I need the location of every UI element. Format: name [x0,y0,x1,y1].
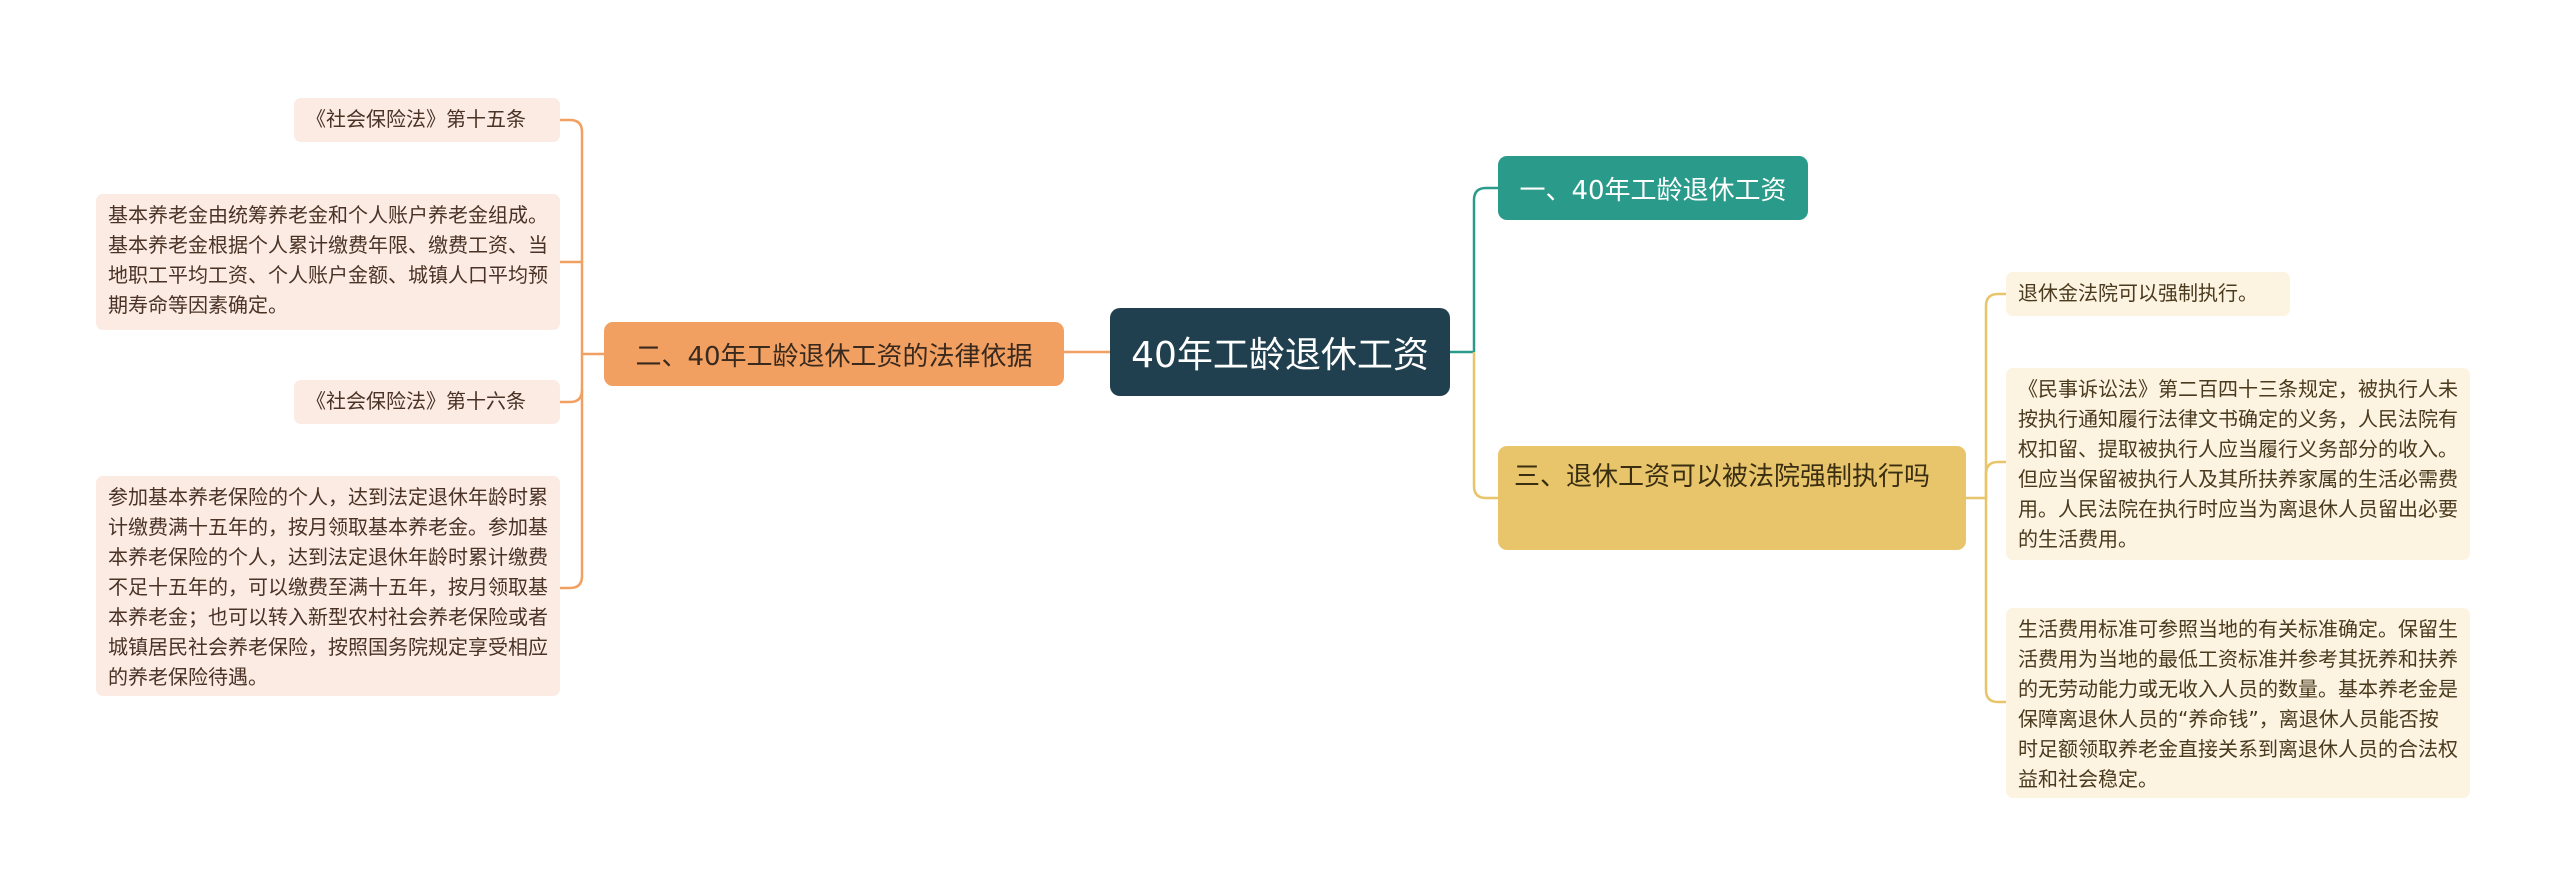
leaf-pension-eligibility[interactable]: 参加基本养老保险的个人，达到法定退休年龄时累计缴费满十五年的，按月领取基本养老金… [96,476,560,696]
link-left-leaf-3 [560,354,584,404]
link-yellow-leaf-2 [1984,460,2006,498]
leaf-text: 退休金法院可以强制执行。 [2018,281,2258,305]
leaf-text: 《社会保险法》第十五条 [306,107,526,131]
link-left-leaf-4 [560,390,584,590]
leaf-text: 基本养老金由统筹养老金和个人账户养老金组成。基本养老金根据个人累计缴费年限、缴费… [108,203,548,317]
root-label: 40年工龄退休工资 [1131,335,1429,376]
link-left-leaf-1 [560,118,584,354]
leaf-social-insurance-law-16[interactable]: 《社会保险法》第十六条 [294,380,560,424]
leaf-enforceable[interactable]: 退休金法院可以强制执行。 [2006,272,2290,316]
branch-enforcement-label: 三、退休工资可以被法院强制执行吗 [1514,462,1931,492]
leaf-text: 《民事诉讼法》第二百四十三条规定，被执行人未按执行通知履行法律文书确定的义务，人… [2018,377,2458,551]
root-node[interactable]: 40年工龄退休工资 [1110,308,1450,396]
link-root-teal [1472,186,1498,352]
leaf-living-expense-standard[interactable]: 生活费用标准可参照当地的有关标准确定。保留生活费用为当地的最低工资标准并参考其抚… [2006,608,2470,798]
link-yellow-leaf-1 [1984,292,2006,498]
leaf-text: 《社会保险法》第十六条 [306,389,526,413]
leaf-text: 参加基本养老保险的个人，达到法定退休年龄时累计缴费满十五年的，按月领取基本养老金… [108,485,548,689]
branch-retirement-wage-label: 一、40年工龄退休工资 [1519,175,1787,206]
link-root-yellow [1472,352,1498,500]
leaf-social-insurance-law-15[interactable]: 《社会保险法》第十五条 [294,98,560,142]
branch-enforcement[interactable]: 三、退休工资可以被法院强制执行吗 [1498,446,1966,550]
branch-legal-basis[interactable]: 二、40年工龄退休工资的法律依据 [604,322,1064,386]
leaf-text: 生活费用标准可参照当地的有关标准确定。保留生活费用为当地的最低工资标准并参考其抚… [2018,617,2458,791]
leaf-civil-procedure-law[interactable]: 《民事诉讼法》第二百四十三条规定，被执行人未按执行通知履行法律文书确定的义务，人… [2006,368,2470,560]
link-yellow-leaf-3 [1984,498,2006,704]
leaf-pension-composition[interactable]: 基本养老金由统筹养老金和个人账户养老金组成。基本养老金根据个人累计缴费年限、缴费… [96,194,560,330]
branch-legal-basis-label: 二、40年工龄退休工资的法律依据 [635,341,1033,372]
branch-retirement-wage[interactable]: 一、40年工龄退休工资 [1498,156,1808,220]
